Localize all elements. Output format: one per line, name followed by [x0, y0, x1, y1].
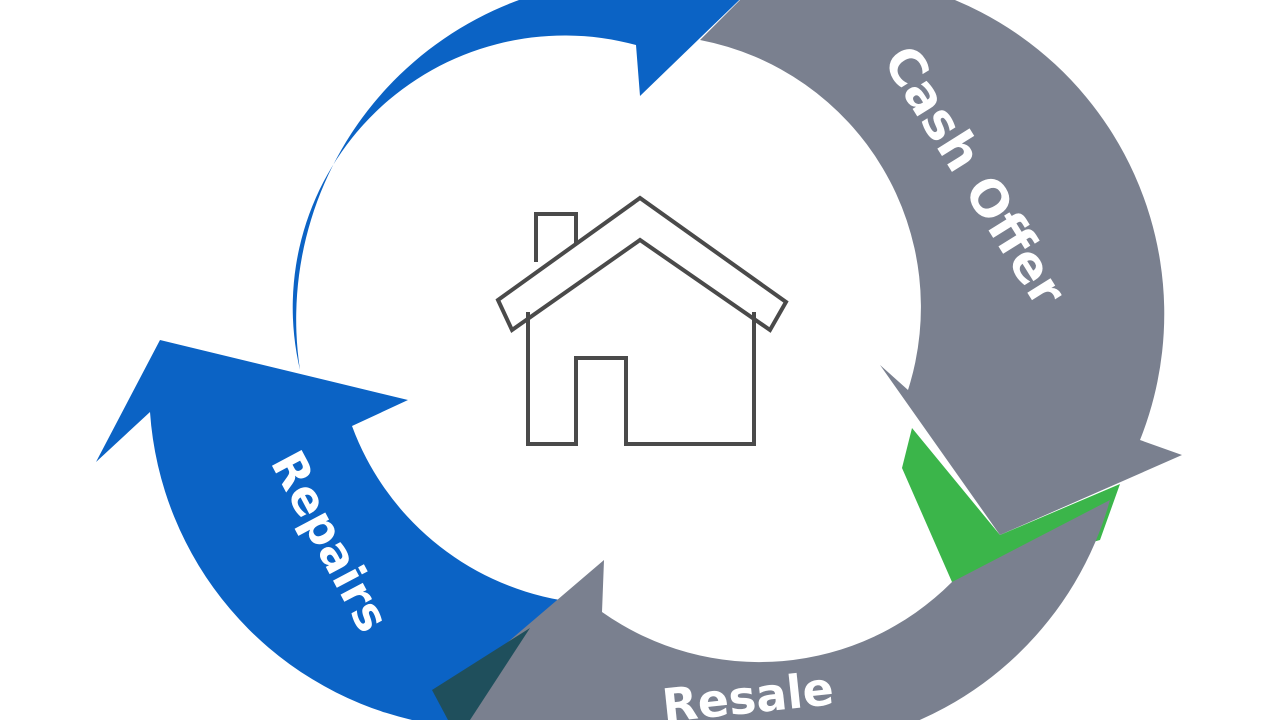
teal-accent-shape — [432, 628, 530, 720]
segment-repairs-arrow — [96, 340, 560, 720]
segment-resale-arrow — [440, 500, 1110, 720]
segment-data-algorithm-arrow — [292, 0, 740, 370]
house-outline-icon — [495, 195, 789, 446]
segment-cash-offer-arrow — [700, 0, 1182, 535]
